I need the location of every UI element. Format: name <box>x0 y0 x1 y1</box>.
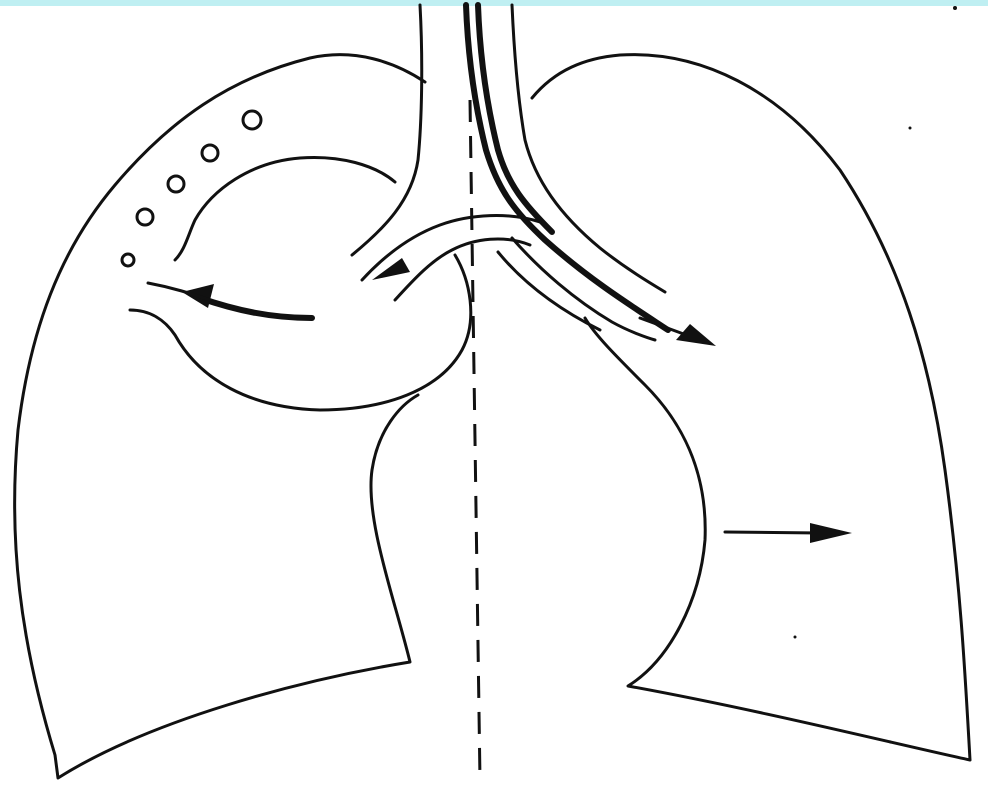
right-bronchus-arrowhead <box>372 258 410 280</box>
mediastinal-shift-arrowhead <box>810 523 852 543</box>
right-lung-outline <box>15 55 425 778</box>
bronchiole-circle-3 <box>168 176 184 192</box>
trachea-left-wall <box>352 5 422 255</box>
midline-dashed <box>470 100 480 780</box>
bronchiole-circle-2 <box>202 145 218 161</box>
speck-mark-2 <box>909 127 912 130</box>
speck-mark-3 <box>794 636 797 639</box>
left-bronchus-arrowhead <box>676 324 716 346</box>
bronchiole-circle-4 <box>137 209 153 225</box>
mediastinal-shift-arrow-shaft <box>725 532 820 533</box>
left-lung-outline <box>532 55 970 760</box>
trachea-right-wall <box>512 5 665 292</box>
top-accent-strip <box>0 0 988 6</box>
right-lung-arrow-shaft <box>200 298 312 318</box>
speck-mark-1 <box>953 6 957 10</box>
bronchiole-circle-5 <box>122 254 134 266</box>
hilar-mass-outline <box>130 255 471 410</box>
bronchiole-circle-1 <box>243 111 261 129</box>
